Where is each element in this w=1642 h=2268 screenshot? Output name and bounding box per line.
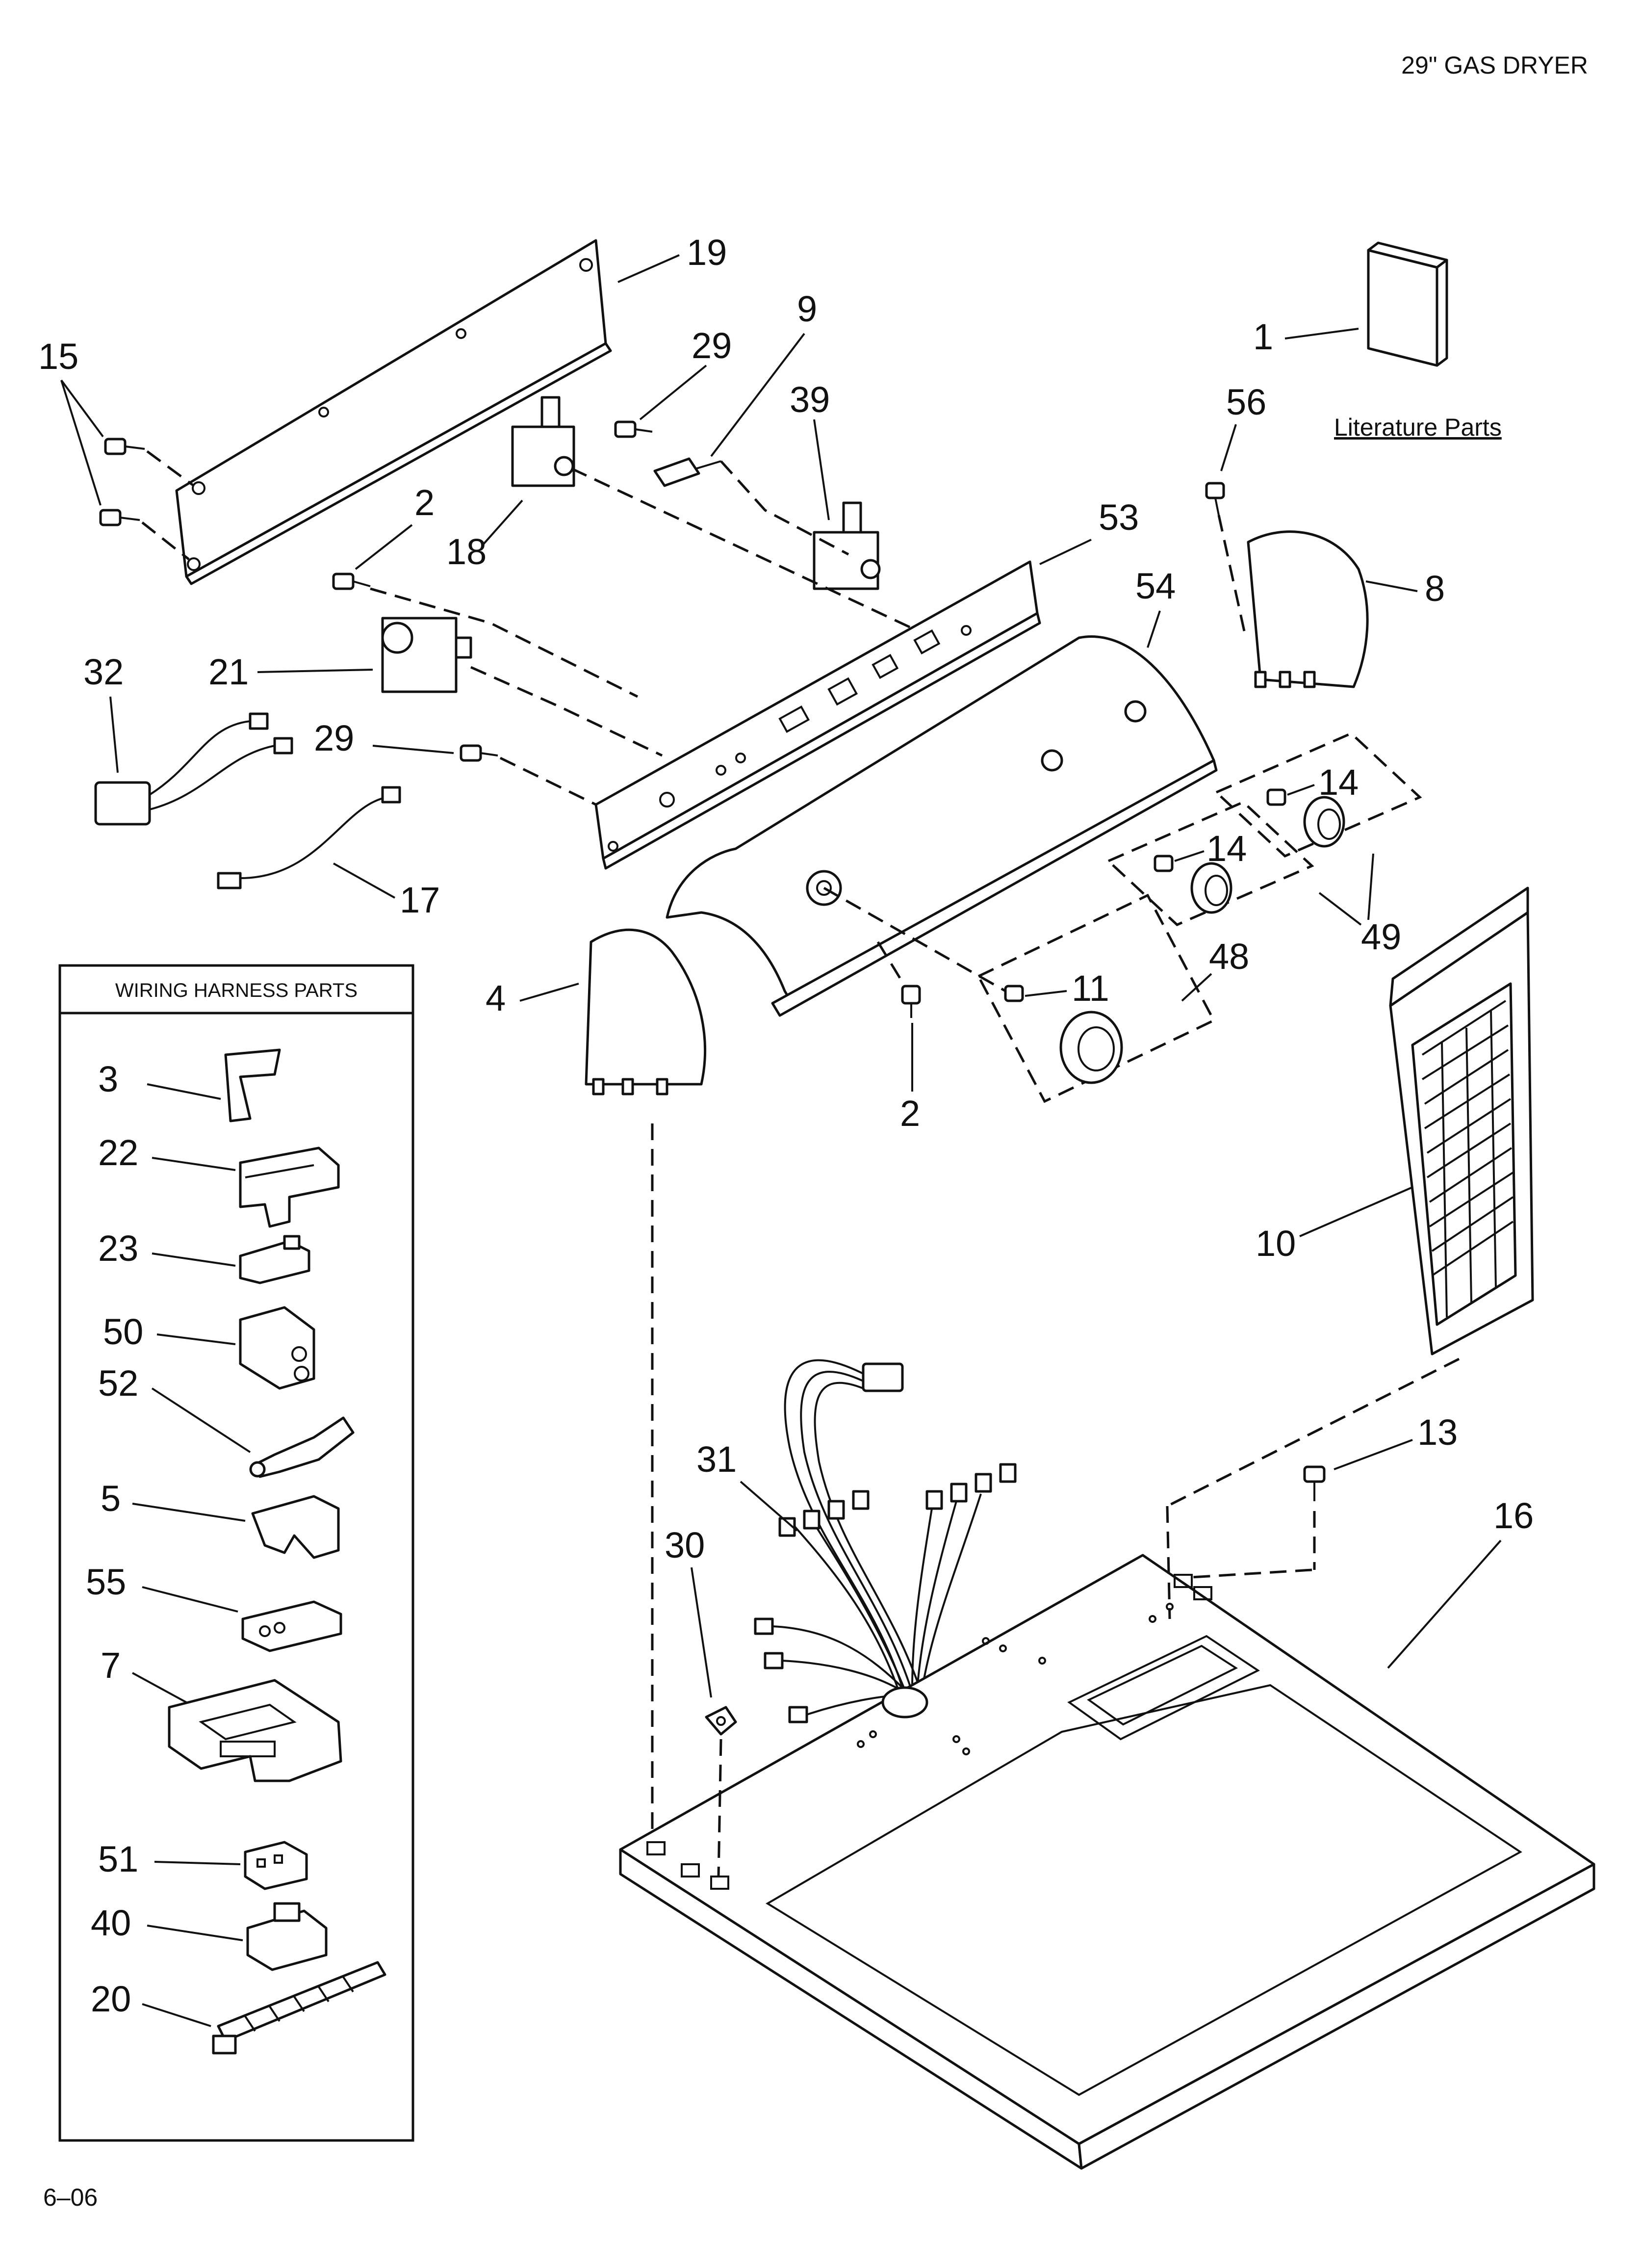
callout-31: 31 [696,1439,737,1480]
clip-30 [705,1706,737,1736]
end-cap-8 [1247,530,1369,688]
callout-19: 19 [687,232,727,273]
callout-18: 18 [446,531,487,572]
callout-30: 30 [665,1525,705,1565]
wiring-harness-box-title: WIRING HARNESS PARTS [115,980,358,1001]
screw-56 [1205,482,1225,516]
callout-14-upper: 14 [1318,762,1359,803]
thermal-fuse-9 [653,457,721,487]
harness-callout-55: 55 [86,1562,126,1602]
harness-callout-40: 40 [91,1903,131,1943]
harness-part-22 [239,1147,340,1228]
harness-part-23 [239,1235,310,1284]
harness-callout-50: 50 [103,1311,143,1352]
harness-part-51 [244,1841,308,1890]
literature-parts-label: Literature Parts [1334,414,1502,441]
rear-panel [175,239,612,585]
harness-part-40 [246,1902,328,1971]
harness-callout-22: 22 [98,1132,138,1173]
harness-part-52 [249,1416,355,1478]
callout-54: 54 [1135,566,1176,606]
callout-15: 15 [38,336,78,377]
callout-10: 10 [1256,1223,1296,1264]
main-wire-harness-31 [754,1359,1017,1723]
callout-49: 49 [1361,916,1401,957]
callout-17: 17 [400,880,440,920]
callout-32: 32 [83,652,124,692]
harness-cable-tie-20 [212,1961,386,2055]
callout-48: 48 [1209,936,1249,977]
callout-9: 9 [797,288,817,329]
top-panel-16 [619,1554,1595,2170]
harness-part-55 [241,1600,342,1652]
wire-17 [217,786,401,889]
switch-18 [511,396,575,487]
page-footer-code: 6–06 [43,2184,98,2211]
end-cap-4 [585,928,706,1095]
lint-screen-10 [1389,886,1534,1356]
harness-part-3 [224,1048,281,1122]
callout-16: 16 [1493,1495,1534,1536]
harness-part-5 [251,1495,340,1559]
callout-14-lower: 14 [1206,828,1247,869]
callout-13: 13 [1417,1412,1458,1453]
harness-callout-51: 51 [98,1839,138,1879]
callout-53: 53 [1099,497,1139,538]
control-console-54 [666,635,1218,1017]
timer-knob-11 [1004,985,1123,1084]
harness-callout-20: 20 [91,1979,131,2019]
knob-14-lower [1154,855,1232,914]
console-bracket-53 [594,560,1041,870]
switch-21 [381,617,472,693]
literature-booklet [1367,241,1448,367]
page-header-title: 29" GAS DRYER [1401,52,1588,79]
callout-29-upper: 29 [692,325,732,366]
callout-56: 56 [1226,382,1266,422]
harness-callout-3: 3 [98,1059,118,1099]
callout-2-lower: 2 [900,1093,920,1134]
harness-callout-23: 23 [98,1228,138,1269]
wiring-harness-parts-box [58,964,414,2142]
harness-callout-7: 7 [101,1645,121,1686]
callout-29-lower: 29 [314,718,354,758]
callout-4: 4 [486,978,506,1018]
screw-29-upper [614,420,653,438]
callout-39: 39 [790,379,830,420]
screw-2-lower [901,985,921,1018]
callout-21: 21 [208,652,249,692]
callout-1: 1 [1253,316,1273,357]
knob-14-upper [1266,788,1345,848]
screw-15-lower [99,509,140,526]
harness-callout-52: 52 [98,1363,138,1404]
harness-part-50 [239,1306,315,1390]
switch-39 [813,501,881,590]
screw-15-upper [104,438,145,455]
harness-part-7 [168,1679,342,1782]
screw-2-upper [332,573,371,590]
callout-11: 11 [1072,968,1109,1009]
callout-2-upper: 2 [414,482,435,523]
harness-callout-5: 5 [101,1478,121,1519]
callout-8: 8 [1425,568,1445,609]
screw-29-lower [460,744,498,762]
harness-32 [94,712,293,826]
screw-13 [1303,1465,1326,1501]
